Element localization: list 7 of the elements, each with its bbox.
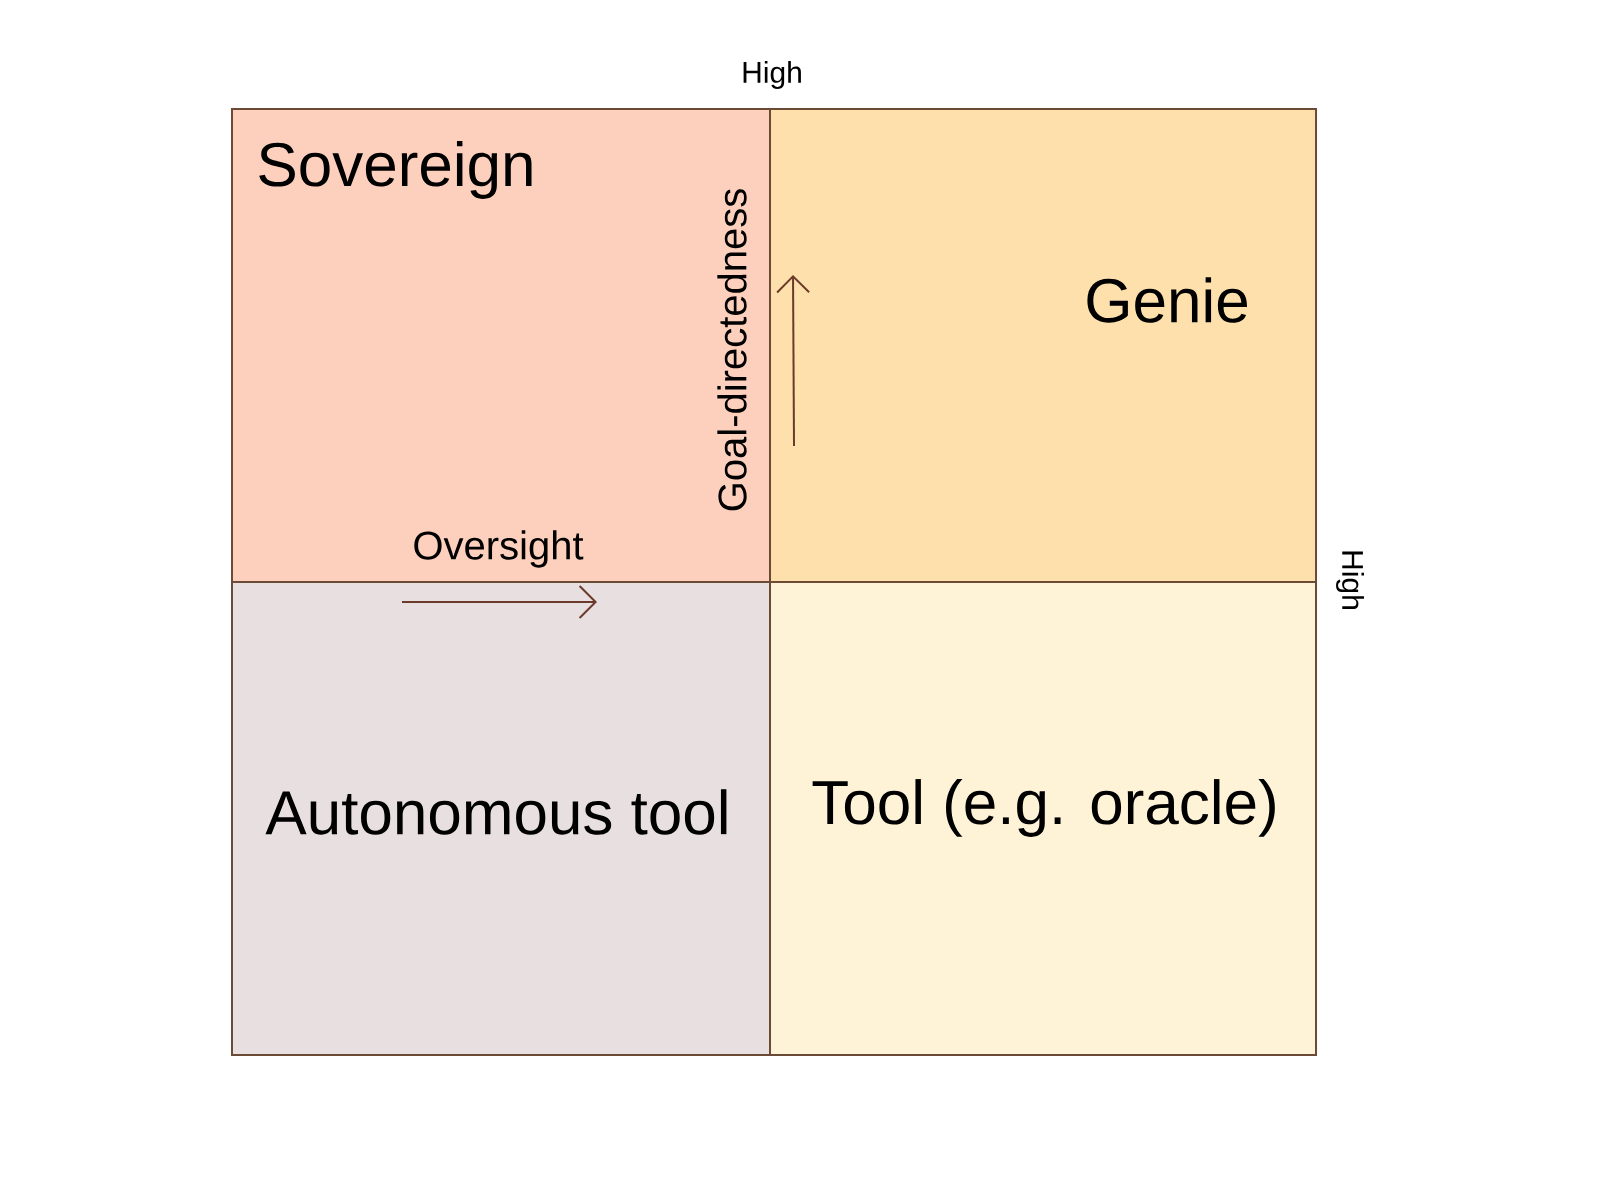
quadrant-box: Tool (e.g. oracle) (769, 581, 1317, 1056)
axis-label: High (1336, 551, 1364, 609)
axis-label: Oversight (414, 530, 584, 568)
axis-label: Goal-directedness (717, 189, 747, 511)
axis-label: High (743, 61, 801, 89)
quadrant-box: Autonomous tool (231, 581, 771, 1056)
quadrant-box: Genie (769, 108, 1317, 583)
